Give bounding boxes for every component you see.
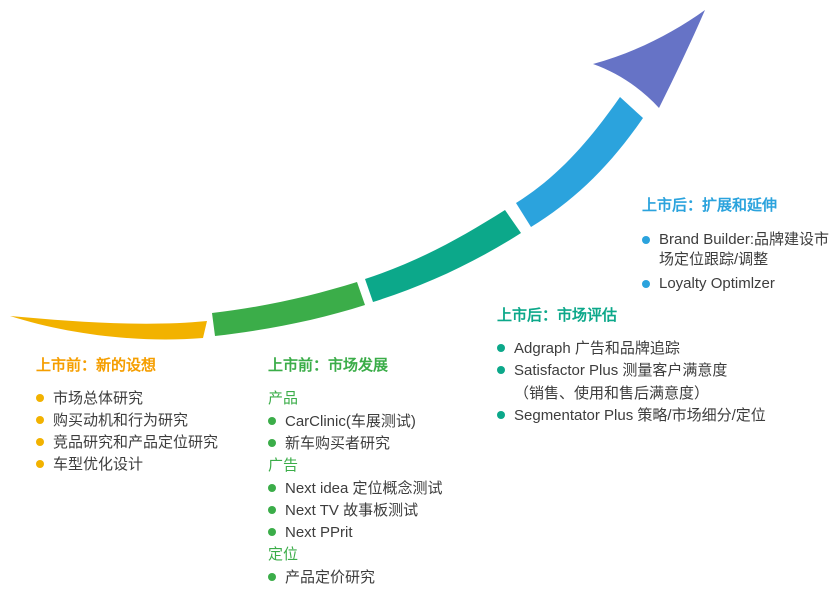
list-item: Next TV 故事板测试 [268, 502, 488, 519]
list-item: Adgraph 广告和品牌追踪 [497, 340, 827, 357]
group-advertising: 广告 Next idea 定位概念测试 Next TV 故事板测试 Next P… [268, 457, 488, 541]
list-item: Next idea 定位概念测试 [268, 480, 488, 497]
arrowhead-icon [593, 10, 705, 108]
group-label: 产品 [268, 390, 299, 407]
list-item-label: Brand Builder:品牌建设市场定位跟踪/调整 [659, 231, 830, 268]
bullet-icon [268, 506, 276, 514]
group-positioning: 定位 产品定价研究 [268, 546, 488, 586]
list-item-label: Adgraph 广告和品牌追踪 [514, 340, 680, 357]
list-item: Loyalty Optimlzer [642, 274, 830, 294]
list-item-label: 竞品研究和产品定位研究 [53, 434, 219, 451]
item-list: Brand Builder:品牌建设市场定位跟踪/调整 Loyalty Opti… [642, 230, 830, 294]
arrow-segment-pre-idea [10, 316, 207, 340]
list-item: Brand Builder:品牌建设市场定位跟踪/调整 [642, 230, 830, 270]
list-item-label: 产品定价研究 [285, 569, 376, 586]
bullet-icon [642, 280, 650, 288]
section-pre-launch-idea: 上市前：新的设想 市场总体研究 购买动机和行为研究 竞品研究和产品定位研究 车型… [36, 356, 266, 478]
list-item-label: Next idea 定位概念测试 [285, 480, 443, 497]
section-heading: 上市前：新的设想 [36, 357, 157, 374]
list-item: 竞品研究和产品定位研究 [36, 434, 266, 451]
list-item: 车型优化设计 [36, 456, 266, 473]
list-item-label: Loyalty Optimlzer [659, 275, 775, 292]
group-label: 定位 [268, 546, 299, 563]
list-item-label: 购买动机和行为研究 [53, 412, 189, 429]
bullet-icon [497, 411, 505, 419]
list-item-label: Next TV 故事板测试 [285, 502, 419, 519]
bullet-icon [268, 528, 276, 536]
arrow-segment-pre-market [212, 282, 365, 336]
bullet-icon [642, 236, 650, 244]
list-item-label: CarClinic(车展测试) [285, 413, 416, 430]
item-list: 市场总体研究 购买动机和行为研究 竞品研究和产品定位研究 车型优化设计 [36, 390, 266, 473]
section-heading: 上市后：市场评估 [497, 307, 618, 324]
bullet-icon [268, 484, 276, 492]
bullet-icon [497, 344, 505, 352]
section-post-launch-evaluation: 上市后：市场评估 Adgraph 广告和品牌追踪 Satisfactor Plu… [497, 306, 827, 429]
group-product: 产品 CarClinic(车展测试) 新车购买者研究 [268, 390, 488, 452]
list-item: CarClinic(车展测试) [268, 413, 488, 430]
list-item-label: 新车购买者研究 [285, 435, 391, 452]
list-item-label: Satisfactor Plus 测量客户满意度 [514, 362, 728, 379]
list-item-label: 市场总体研究 [53, 390, 144, 407]
bullet-icon [497, 366, 505, 374]
list-item-note: （销售、使用和售后满意度） [514, 385, 710, 402]
section-heading: 上市后：扩展和延伸 [642, 197, 778, 214]
arrow-segment-post-eval [365, 210, 521, 302]
list-item: 产品定价研究 [268, 569, 488, 586]
bullet-icon [36, 438, 44, 446]
list-item: 购买动机和行为研究 [36, 412, 266, 429]
item-list: Adgraph 广告和品牌追踪 Satisfactor Plus 测量客户满意度… [497, 340, 827, 424]
list-item-label: Next PPrit [285, 524, 353, 541]
section-heading: 上市前：市场发展 [268, 357, 389, 374]
list-item-label: 车型优化设计 [53, 456, 144, 473]
group-label: 广告 [268, 457, 299, 474]
item-list: Next idea 定位概念测试 Next TV 故事板测试 Next PPri… [268, 480, 488, 541]
list-item: Next PPrit [268, 524, 488, 541]
arrow-segment-post-expand [516, 97, 643, 227]
list-item: 新车购买者研究 [268, 435, 488, 452]
list-item: Segmentator Plus 策略/市场细分/定位 [497, 407, 827, 424]
list-item: Satisfactor Plus 测量客户满意度 （销售、使用和售后满意度） [497, 362, 827, 402]
bullet-icon [36, 460, 44, 468]
bullet-icon [268, 573, 276, 581]
bullet-icon [268, 439, 276, 447]
section-post-launch-expansion: 上市后：扩展和延伸 Brand Builder:品牌建设市场定位跟踪/调整 Lo… [642, 196, 830, 298]
item-list: 产品定价研究 [268, 569, 488, 586]
bullet-icon [268, 417, 276, 425]
bullet-icon [36, 416, 44, 424]
list-item-label: Segmentator Plus 策略/市场细分/定位 [514, 407, 766, 424]
section-pre-launch-market: 上市前：市场发展 产品 CarClinic(车展测试) 新车购买者研究 广告 N… [268, 356, 488, 591]
item-list: CarClinic(车展测试) 新车购买者研究 [268, 413, 488, 452]
bullet-icon [36, 394, 44, 402]
list-item: 市场总体研究 [36, 390, 266, 407]
